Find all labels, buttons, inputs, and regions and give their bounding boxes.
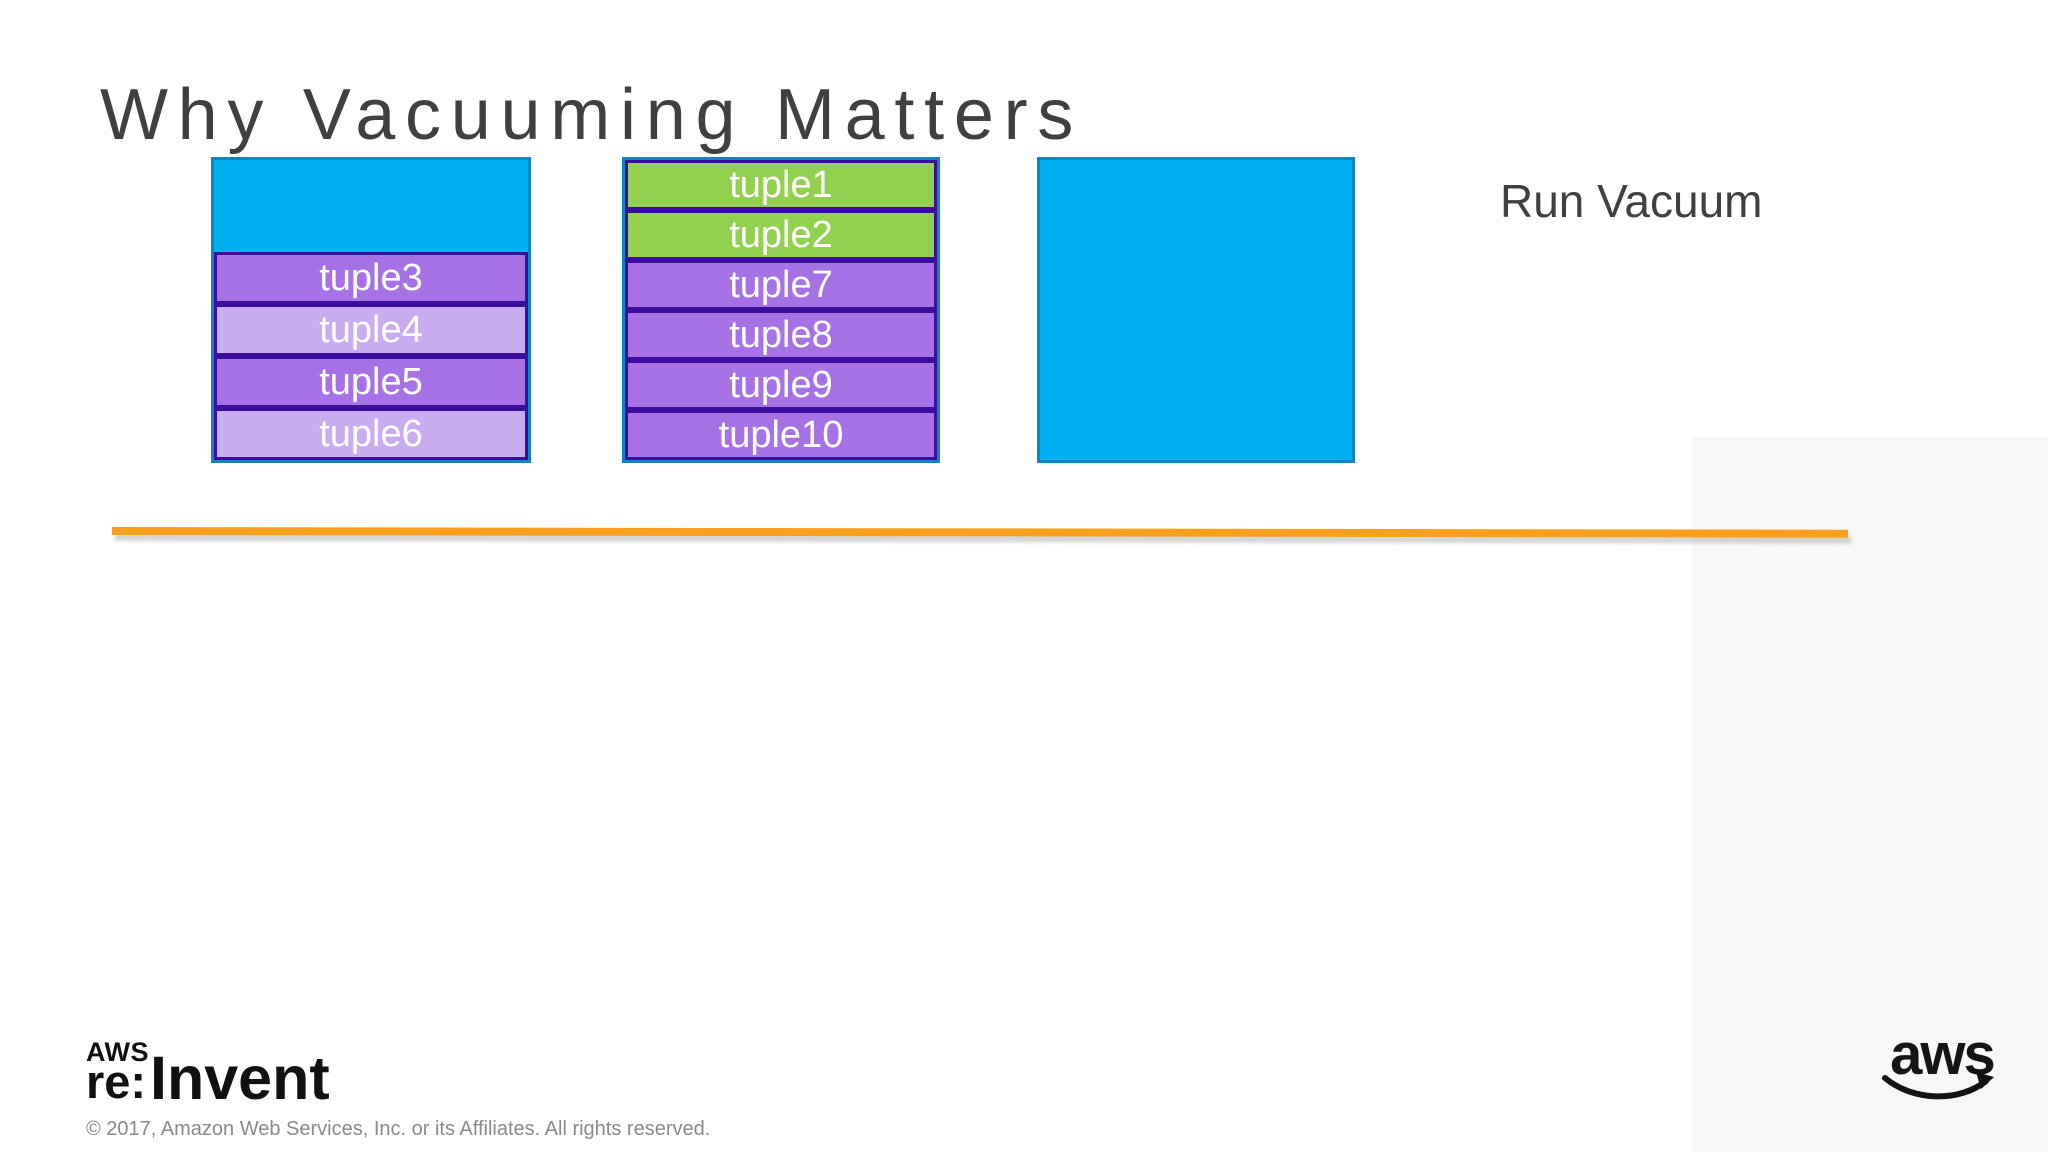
tuple-row-tuple1: tuple1 xyxy=(625,160,937,210)
tuple-row-tuple3: tuple3 xyxy=(214,252,528,304)
aws-reinvent-logo-left: AWS re: xyxy=(86,1037,150,1109)
free-space-area xyxy=(214,160,528,252)
page-block-3-empty xyxy=(1037,157,1355,463)
aws-reinvent-logo-aws-text: AWS xyxy=(86,1037,150,1067)
copyright-text: © 2017, Amazon Web Services, Inc. or its… xyxy=(86,1118,711,1140)
tuple-row-tuple9: tuple9 xyxy=(625,360,937,410)
aws-smile-logo-text: aws xyxy=(1890,1022,1996,1087)
tuple-row-tuple2: tuple2 xyxy=(625,210,937,260)
divider-line xyxy=(111,527,1849,538)
aws-smile-logo: aws xyxy=(1872,1026,2012,1108)
tuple-row-tuple7: tuple7 xyxy=(625,260,937,310)
slide-title: Why Vacuuming Matters xyxy=(100,75,1084,156)
tuple-row-tuple6: tuple6 xyxy=(214,408,528,460)
tuple-row-tuple10: tuple10 xyxy=(625,410,937,460)
run-vacuum-label: Run Vacuum xyxy=(1500,175,1763,227)
aws-reinvent-logo-re-text: re: xyxy=(86,1055,147,1109)
tuple-row-tuple5: tuple5 xyxy=(214,356,528,408)
aws-reinvent-logo-invent-text: Invent xyxy=(150,1044,330,1113)
aws-reinvent-logo: AWS re: Invent xyxy=(86,1037,330,1113)
tuple-row-tuple4: tuple4 xyxy=(214,304,528,356)
right-background-band xyxy=(1692,437,2048,1152)
tuple-row-tuple8: tuple8 xyxy=(625,310,937,360)
aws-smile-arrow-icon xyxy=(1882,1072,1994,1100)
